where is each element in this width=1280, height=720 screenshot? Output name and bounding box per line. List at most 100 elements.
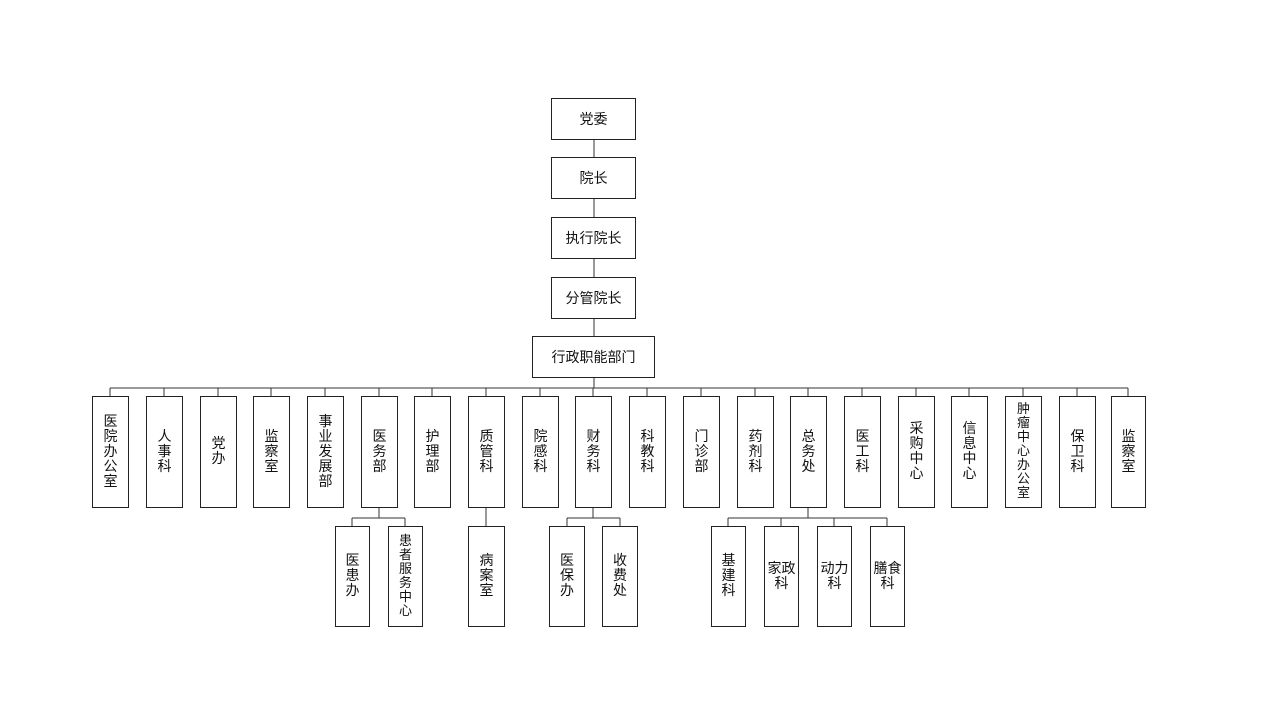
- sub-patient-service-center: 患者服务中心: [388, 526, 423, 627]
- label-line: 察: [1121, 443, 1136, 460]
- label-line: 科: [774, 575, 789, 592]
- sub-housekeeping: 家政科: [764, 526, 799, 627]
- dept-outpatient: 门诊部: [683, 396, 720, 508]
- label-line: 部: [318, 473, 333, 490]
- label-line: 务: [398, 575, 412, 591]
- label-line: 感: [533, 443, 548, 460]
- label-line: 办: [211, 451, 226, 467]
- label-line: 教: [640, 443, 655, 460]
- label-line: 务: [801, 443, 816, 460]
- label-line: 中: [962, 451, 977, 467]
- label-line: 医: [560, 553, 574, 569]
- label-line: 患: [345, 568, 360, 584]
- dept-finance: 财务科: [575, 396, 612, 508]
- label-line: 科: [721, 583, 736, 599]
- label-line: 监: [264, 428, 279, 445]
- label-line: 者: [398, 547, 412, 563]
- label-line: 中: [909, 451, 924, 467]
- label-line: 信: [962, 421, 977, 437]
- sub-power: 动力科: [817, 526, 852, 627]
- dept-development: 事业发展部: [307, 396, 344, 508]
- label-line: 院: [103, 428, 118, 445]
- label-line: 采: [909, 421, 924, 437]
- label-line: 医: [372, 428, 387, 445]
- label-line: 科: [640, 428, 655, 445]
- label-line: 建: [721, 568, 736, 584]
- label-line: 保: [560, 568, 574, 584]
- sub-cashier: 收费处: [602, 526, 638, 627]
- label-line: 质: [479, 428, 494, 445]
- label-line: 院: [533, 428, 548, 445]
- label-line: 心: [398, 603, 412, 619]
- label-line: 人: [157, 428, 172, 445]
- label-line: 监: [1121, 428, 1136, 445]
- label-line: 科: [533, 458, 548, 475]
- label-line: 处: [801, 458, 816, 475]
- label-line: 理: [425, 443, 440, 460]
- label-line: 室: [264, 458, 279, 475]
- label-line: 工: [855, 443, 870, 460]
- label-line: 门: [694, 428, 709, 445]
- label-line: 中: [1016, 430, 1030, 445]
- dept-general-affairs: 总务处: [790, 396, 827, 508]
- label-line: 事: [318, 413, 333, 430]
- label-line: 管: [479, 443, 494, 460]
- dept-party-office: 党办: [200, 396, 237, 508]
- label-line: 护: [425, 428, 440, 445]
- label-line: 总: [801, 428, 816, 445]
- dept-security: 保卫科: [1059, 396, 1096, 508]
- label-line: 科: [157, 458, 172, 475]
- label-line: 公: [1016, 472, 1030, 487]
- label-line: 卫: [1070, 443, 1085, 460]
- node-vice-president: 分管院长: [551, 277, 636, 319]
- label-line: 瘤: [1016, 416, 1030, 431]
- dept-oncology-office: 肿瘤中心办公室: [1005, 396, 1042, 508]
- node-president: 院长: [551, 157, 636, 199]
- label-line: 科: [855, 458, 870, 475]
- sub-insurance-office: 医保办: [549, 526, 585, 627]
- label-line: 心: [1016, 444, 1030, 459]
- dept-medical-affairs: 医务部: [361, 396, 398, 508]
- dept-pharmacy: 药剂科: [737, 396, 774, 508]
- label-line: 室: [479, 583, 494, 599]
- label-line: 室: [1121, 458, 1136, 475]
- label-line: 中: [398, 589, 412, 605]
- label-line: 室: [103, 473, 118, 490]
- label-line: 科: [748, 458, 763, 475]
- label-line: 购: [909, 436, 924, 452]
- dept-personnel: 人事科: [146, 396, 183, 508]
- label-line: 保: [1070, 428, 1085, 445]
- label-line: 基: [721, 553, 736, 569]
- label-line: 部: [372, 458, 387, 475]
- label-line: 科: [880, 575, 895, 592]
- label-line: 科: [586, 458, 601, 475]
- dept-information: 信息中心: [951, 396, 988, 508]
- label-line: 医: [345, 553, 360, 569]
- label-line: 办: [345, 583, 360, 599]
- label-line: 办: [103, 443, 118, 460]
- label-line: 务: [586, 443, 601, 460]
- sub-medical-records: 病案室: [468, 526, 505, 627]
- label-line: 膳食: [873, 560, 902, 577]
- dept-procurement: 采购中心: [898, 396, 935, 508]
- label-line: 公: [103, 458, 118, 475]
- label-line: 肿: [1016, 402, 1030, 417]
- label-line: 业: [318, 428, 333, 445]
- label-line: 发: [318, 443, 333, 460]
- label-line: 科: [479, 458, 494, 475]
- label-line: 家政: [767, 560, 796, 577]
- dept-medical-engineering: 医工科: [844, 396, 881, 508]
- label-line: 患: [398, 533, 412, 549]
- label-line: 科: [827, 575, 842, 592]
- label-line: 部: [425, 458, 440, 475]
- label-line: 科: [1070, 458, 1085, 475]
- dept-education: 科教科: [629, 396, 666, 508]
- label-line: 病: [479, 553, 494, 569]
- label-line: 务: [372, 443, 387, 460]
- label-line: 办: [560, 583, 574, 599]
- sub-catering: 膳食科: [870, 526, 905, 627]
- label-line: 医: [855, 428, 870, 445]
- dept-hospital-office: 医院办公室: [92, 396, 129, 508]
